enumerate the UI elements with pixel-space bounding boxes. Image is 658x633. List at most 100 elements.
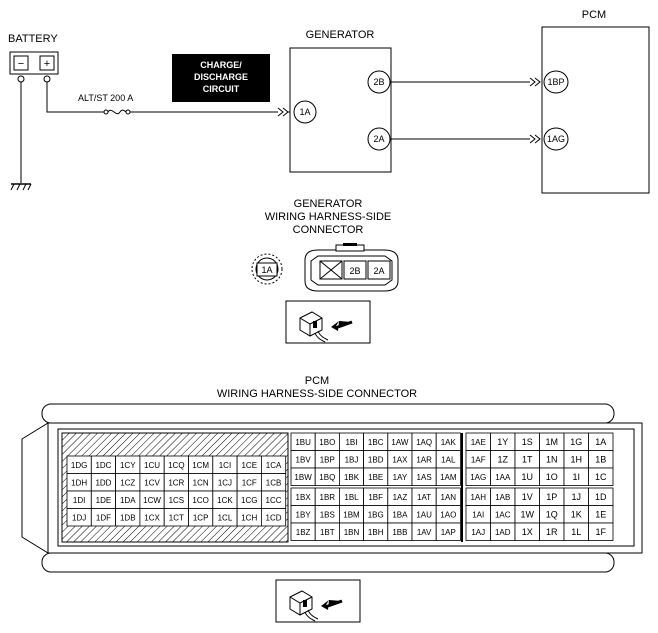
pin-label: 1P [546,492,557,502]
pcm-connector-title-1: PCM [305,375,329,387]
pin-label: 1AG [470,473,486,482]
pcm-box [541,26,650,194]
connector-mark-1bp [529,77,541,87]
pin-label: 1CG [241,496,257,505]
pin-label: 1BP [320,455,335,464]
generator-terminal-2b: 2B [367,70,391,94]
pin-label: 1BK [344,473,360,482]
pin-label: 1V [522,492,533,502]
pin-label: 1BS [320,510,335,519]
svg-text:2B: 2B [373,77,384,87]
svg-text:CHARGE/: CHARGE/ [200,60,242,70]
pin-label: 1BE [368,473,383,482]
pin-label: 1C [595,472,607,482]
pin-label: 1DH [71,478,87,487]
svg-text:1AG: 1AG [547,134,565,144]
pin-cell [435,522,461,541]
pin-label: 1AT [417,493,431,502]
gen-connector-1a: 1A [251,253,283,285]
battery-label: BATTERY [8,33,58,45]
pin-label: 1CE [241,461,257,470]
pin-cell [588,522,614,541]
pcm-terminal-1bp: 1BP [543,70,569,94]
pin-label: 1BZ [296,528,311,537]
pin-label: 1CK [217,496,233,505]
pin-label: 1AD [495,528,511,537]
connector-view-icon [285,300,371,344]
pin-cell [260,508,287,527]
pin-label: 1CR [168,478,184,487]
pin-label: 1DI [73,496,85,505]
connector-mark-1a [277,107,289,117]
pin-label: 1W [521,509,535,519]
pin-label: 1CN [193,478,209,487]
pin-label: 1AB [495,493,510,502]
pin-cell [588,467,614,486]
pin-label: 1AX [392,455,408,464]
pin-label: 1AA [495,473,511,482]
pin-label: 1BY [296,510,312,519]
gen-connector-title-1: GENERATOR [294,198,363,210]
pin-label: 1X [522,527,533,537]
connector-mark-1ag [529,134,541,144]
pin-label: 1E [595,509,606,519]
pin-label: 1BV [296,455,312,464]
pin-label: 1BH [368,528,384,537]
pin-label: 1BF [368,493,383,502]
pin-label: 1BR [320,493,336,502]
pin-label: 1AR [416,455,432,464]
pin-label: 1BJ [345,455,359,464]
pin-label: 1AK [441,438,457,447]
pcm-label: PCM [582,9,606,21]
pin-label: 1DF [96,513,111,522]
gen-connector-title-3: CONNECTOR [293,224,364,236]
pin-label: 1D [595,492,607,502]
pin-label: 1O [546,472,558,482]
pin-label: 1Z [497,454,508,464]
pin-label: 1AY [393,473,408,482]
pin-label: 1AE [471,438,486,447]
pin-label: 1CH [241,513,257,522]
pin-label: 1CJ [218,478,232,487]
gen-connector-title-2: WIRING HARNESS-SIDE [265,211,392,223]
pin-label: 1AW [391,438,408,447]
generator-label: GENERATOR [306,29,375,41]
pin-label: 1CA [266,461,282,470]
pin-label: 1R [546,527,558,537]
pin-label: 1T [522,454,533,464]
pin-label: 1BT [320,528,335,537]
pin-label: 1CW [143,496,161,505]
pin-label: 1DG [71,461,87,470]
ground-icon [10,183,32,191]
pin-label: 1BO [319,438,335,447]
pin-label: 1CX [144,513,160,522]
pin-label: 1CS [169,496,185,505]
pin-label: 1S [522,437,533,447]
pin-label: 1BM [343,510,360,519]
pin-label: 1AL [441,455,456,464]
pin-label: 1Q [546,509,558,519]
svg-text:2A: 2A [373,134,384,144]
pin-label: 1AV [417,528,432,537]
battery-negative-sign: − [18,58,24,70]
pin-label: 1BN [344,528,360,537]
pin-label: 1BQ [319,473,335,482]
pin-label: 1CO [192,496,208,505]
pin-label: 1CI [219,461,231,470]
pin-label: 1J [571,492,581,502]
pin-label: 1CU [144,461,160,470]
pin-label: 1CL [218,513,233,522]
pin-label: 1BG [368,510,384,519]
pin-label: 1AZ [393,493,408,502]
pin-label: 1U [521,472,533,482]
pin-label: 1AC [495,510,511,519]
pin-label: 1BX [296,493,312,502]
pin-label: 1K [571,509,582,519]
svg-text:DISCHARGE: DISCHARGE [194,72,248,82]
pin-label: 1AP [441,528,456,537]
pin-label: 1DC [95,461,111,470]
pin-label: 1CP [193,513,209,522]
generator-terminal-1a: 1A [293,100,317,124]
